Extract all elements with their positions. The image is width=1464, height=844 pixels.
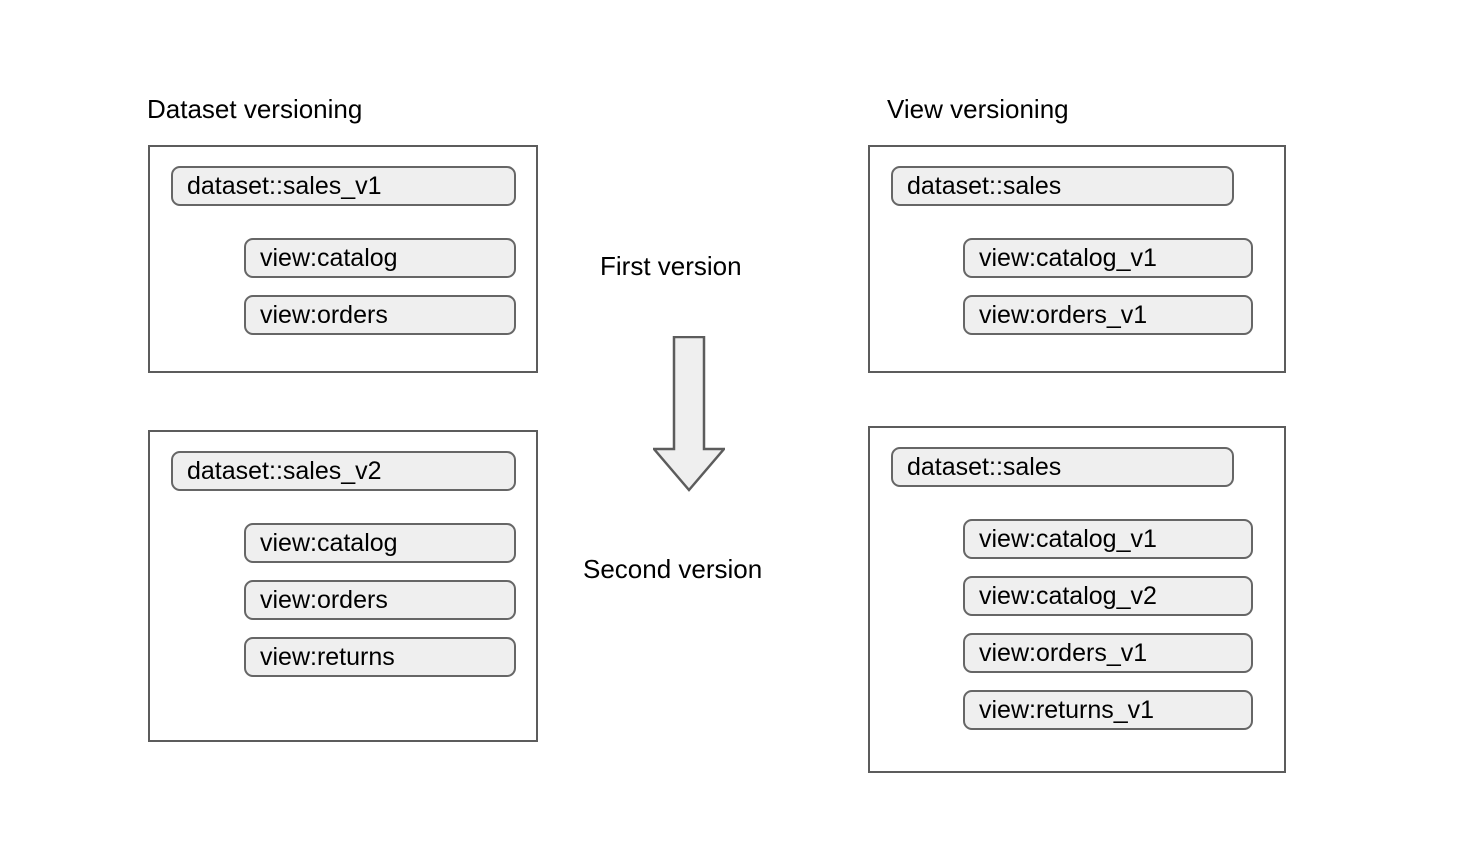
view-pill[interactable]: view:catalog_v2 [963,576,1253,616]
column-title-view-versioning: View versioning [887,94,1069,124]
view-pill[interactable]: view:orders_v1 [963,295,1253,335]
dataset-pill[interactable]: dataset::sales [891,447,1234,487]
column-title-dataset-versioning: Dataset versioning [147,94,363,124]
group-box-view-versioning-second-version: dataset::sales view:catalog_v1 view:cata… [868,426,1286,773]
group-box-dataset-versioning-first-version: dataset::sales_v1 view:catalog view:orde… [148,145,538,373]
first-version-label: First version [600,251,742,281]
view-pill[interactable]: view:catalog [244,238,516,278]
view-pill[interactable]: view:orders [244,295,516,335]
dataset-pill[interactable]: dataset::sales_v1 [171,166,516,206]
group-box-view-versioning-first-version: dataset::sales view:catalog_v1 view:orde… [868,145,1286,373]
second-version-label: Second version [583,554,763,584]
group-box-dataset-versioning-second-version: dataset::sales_v2 view:catalog view:orde… [148,430,538,742]
view-pill[interactable]: view:returns_v1 [963,690,1253,730]
view-pill[interactable]: view:catalog_v1 [963,519,1253,559]
dataset-pill[interactable]: dataset::sales [891,166,1234,206]
view-pill[interactable]: view:orders_v1 [963,633,1253,673]
view-pill[interactable]: view:catalog_v1 [963,238,1253,278]
view-pill[interactable]: view:catalog [244,523,516,563]
dataset-pill[interactable]: dataset::sales_v2 [171,451,516,491]
view-pill[interactable]: view:returns [244,637,516,677]
arrow-down-icon [653,336,725,492]
view-pill[interactable]: view:orders [244,580,516,620]
